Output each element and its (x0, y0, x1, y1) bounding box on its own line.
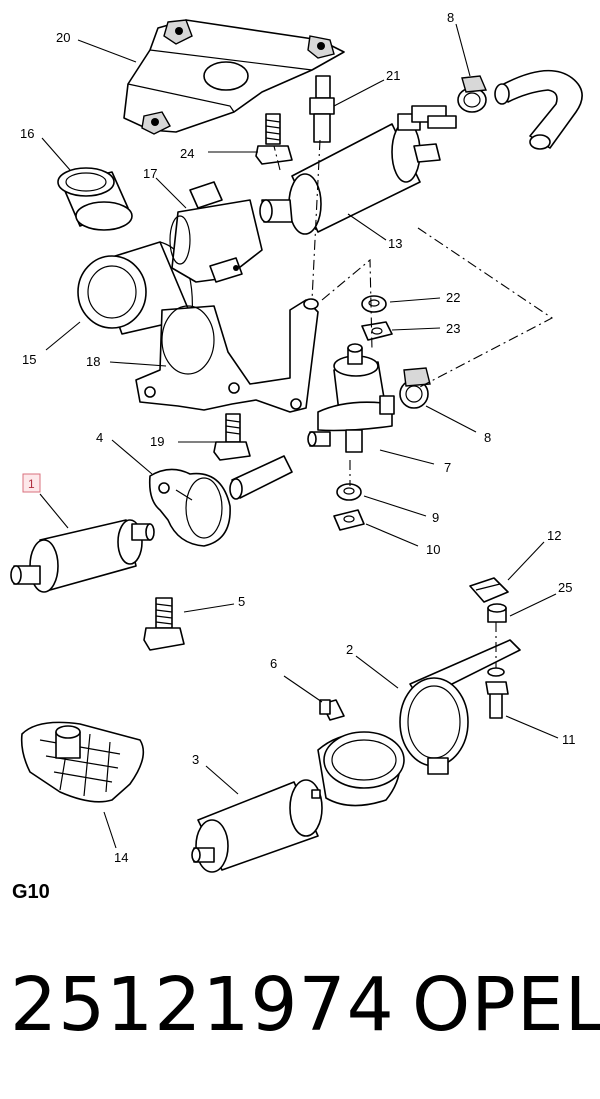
callout-25: 25 (558, 580, 572, 595)
part-16-sleeve[interactable] (57, 167, 133, 231)
filter-insulator-ring[interactable] (317, 731, 405, 807)
part-5-bolt[interactable] (143, 597, 185, 651)
callout-1: 1 (28, 477, 35, 491)
part-9-lock-washer[interactable] (336, 483, 362, 501)
part-4-clamp[interactable] (148, 468, 231, 547)
callout-7: 7 (444, 460, 451, 475)
part-6-screw[interactable] (319, 699, 345, 721)
callout-14: 14 (114, 850, 128, 865)
assembly-lines (273, 139, 554, 668)
leader-lines (39, 23, 559, 849)
callout-labels: 20 8 21 16 24 17 13 15 22 23 18 4 19 8 7… (20, 10, 576, 865)
callout-18: 18 (86, 354, 100, 369)
part-20-heat-shield[interactable] (123, 19, 345, 135)
part-22-lock-washer[interactable] (361, 295, 387, 313)
callout-4: 4 (96, 430, 103, 445)
callout-9: 9 (432, 510, 439, 525)
part-18-bracket[interactable] (135, 298, 319, 413)
part-19-bolt[interactable] (213, 413, 251, 461)
callout-23: 23 (446, 321, 460, 336)
connector-tube[interactable] (229, 455, 293, 500)
part-7-pressure-regulator[interactable] (307, 343, 395, 453)
part-11-bolt[interactable] (485, 667, 509, 719)
callout-22: 22 (446, 290, 460, 305)
part-8-hose-clamp-top[interactable] (457, 75, 488, 113)
callout-15: 15 (22, 352, 36, 367)
callout-17: 17 (143, 166, 157, 181)
callout-10: 10 (426, 542, 440, 557)
fuel-hose[interactable] (494, 69, 583, 150)
part-13-fuel-pump[interactable] (259, 105, 457, 235)
callout-19: 19 (150, 434, 164, 449)
part-8-hose-clamp-lower[interactable] (399, 367, 431, 409)
part-21-connector[interactable] (309, 75, 335, 143)
callout-6: 6 (270, 656, 277, 671)
part-3-fuel-filter[interactable] (191, 779, 323, 873)
diagram-code: G10 (12, 881, 50, 903)
callout-24: 24 (180, 146, 194, 161)
part-2-filter-bracket[interactable] (399, 639, 521, 775)
callout-8-top: 8 (447, 10, 454, 25)
part-14-strainer[interactable] (20, 721, 145, 803)
part-number: 25121974 (10, 962, 395, 1048)
callout-1-highlight[interactable]: 1 (22, 473, 41, 493)
part-24-bolt[interactable] (255, 113, 293, 165)
callout-5: 5 (238, 594, 245, 609)
part-12-clip[interactable] (469, 577, 509, 603)
part-1-fuel-filter[interactable] (10, 519, 155, 593)
callout-21: 21 (386, 68, 400, 83)
callout-12: 12 (547, 528, 561, 543)
callout-3: 3 (192, 752, 199, 767)
callout-2: 2 (346, 642, 353, 657)
part-23-nut[interactable] (361, 321, 393, 341)
callout-11: 11 (562, 732, 576, 747)
part-10-nut[interactable] (333, 509, 365, 531)
callout-20: 20 (56, 30, 70, 45)
brand-name: OPEL (412, 962, 600, 1048)
part-25-nut[interactable] (487, 603, 507, 623)
callout-13: 13 (388, 236, 402, 251)
callout-8-lower: 8 (484, 430, 491, 445)
callout-16: 16 (20, 126, 34, 141)
part-17-clamp-insulator[interactable] (169, 181, 263, 283)
